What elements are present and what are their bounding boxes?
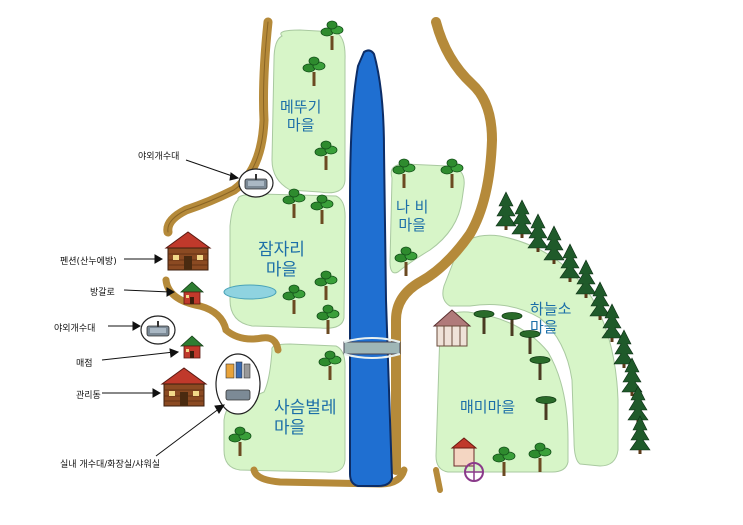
zone-label-dragonfly: 잠자리 마을 [258, 240, 305, 280]
restroom-building [215, 353, 261, 415]
label-pension: 펜션(산누에방) [60, 257, 117, 267]
zone-label-grasshopper: 메뚜기 마을 [280, 98, 322, 134]
label-office: 관리동 [76, 391, 101, 401]
gazebo [432, 309, 472, 347]
bungalow-hut-icon [180, 281, 204, 305]
river [349, 49, 394, 487]
zone-label-stag-beetle: 사슴벌레 마을 [274, 398, 337, 438]
zone-cicada-area [435, 311, 569, 473]
bridge [343, 337, 401, 359]
zone-sky-cow-area [442, 234, 619, 467]
label-outdoor-sink-bottom: 야외개수대 [54, 324, 96, 334]
sink-icon-top [238, 168, 274, 198]
zone-label-cicada: 매미마을 [460, 398, 516, 416]
office-house-icon [161, 367, 207, 407]
pension-house-icon [165, 231, 211, 271]
zone-label-sky-cow: 하늘소 마을 [530, 300, 572, 336]
zone-label-butterfly: 나 비 마을 [396, 198, 429, 234]
label-outdoor-sink-top: 야외개수대 [138, 152, 180, 162]
label-shop: 매점 [76, 359, 93, 369]
water-mill [450, 437, 484, 482]
label-indoor-amenities: 실내 개수대/화장실/샤워실 [60, 460, 161, 470]
pointer-lines [101, 159, 240, 457]
sink-icon-bottom [140, 315, 176, 345]
shop-hut-icon [180, 335, 204, 359]
pond [223, 284, 277, 300]
label-bungalow: 방갈로 [90, 288, 115, 298]
